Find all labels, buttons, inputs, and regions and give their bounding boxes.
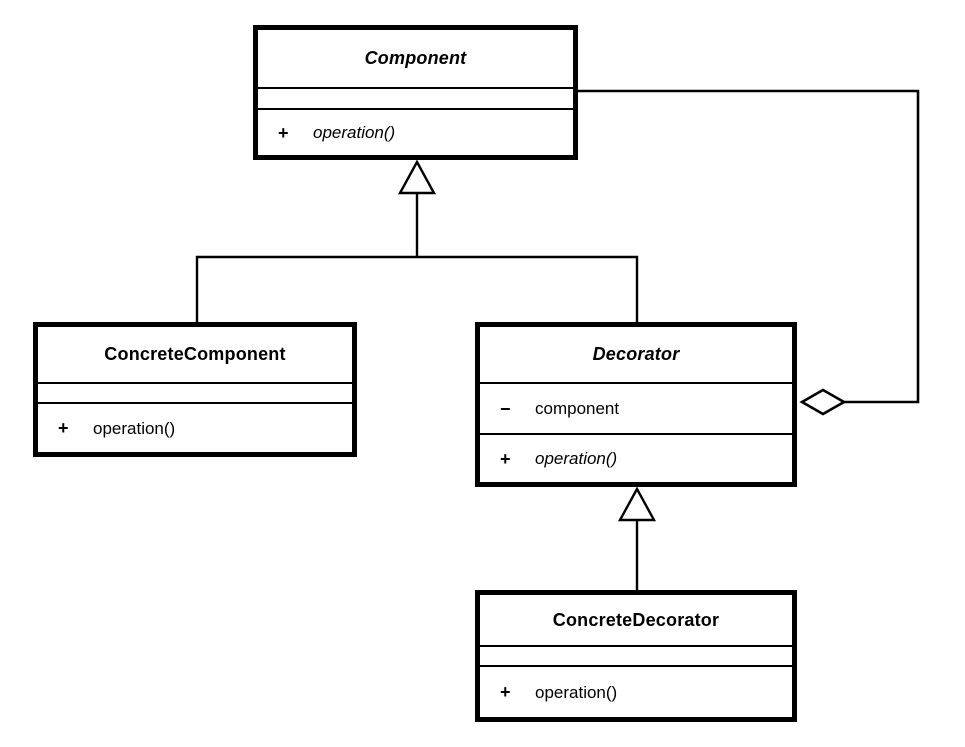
operations-compartment-decorator: + operation() xyxy=(480,435,792,482)
operation-label: operation() xyxy=(93,418,176,438)
visibility-sign: + xyxy=(500,682,511,702)
operation-label: operation() xyxy=(535,682,618,702)
operation-label: operation() xyxy=(313,123,396,142)
attributes-compartment-decorator: − component xyxy=(480,384,792,435)
visibility-sign: + xyxy=(58,418,69,438)
operations-compartment-concrete-decorator: + operation() xyxy=(480,667,792,717)
operation-label: operation() xyxy=(535,449,618,468)
class-box-component: Component + operation() xyxy=(253,25,578,160)
visibility-sign: − xyxy=(500,398,511,419)
operation-row: + operation() xyxy=(258,124,573,142)
class-name-decorator: Decorator xyxy=(480,327,792,384)
generalization-branch-line xyxy=(195,255,639,322)
class-name-concrete-decorator: ConcreteDecorator xyxy=(480,595,792,647)
aggregation-line xyxy=(578,89,920,404)
generalization-arrowhead-icon xyxy=(397,159,437,195)
operation-row: + operation() xyxy=(38,419,352,437)
visibility-sign: + xyxy=(278,122,289,143)
aggregation-diamond-icon xyxy=(799,388,847,416)
class-name-component: Component xyxy=(258,30,573,89)
class-box-concrete-component: ConcreteComponent + operation() xyxy=(33,322,357,457)
attributes-compartment-component xyxy=(258,89,573,110)
class-box-concrete-decorator: ConcreteDecorator + operation() xyxy=(475,590,797,722)
attributes-compartment-concrete-component xyxy=(38,384,352,404)
operation-row: + operation() xyxy=(480,683,792,701)
operation-row: + operation() xyxy=(480,450,792,468)
generalization-arrowhead-icon xyxy=(617,486,657,522)
operations-compartment-component: + operation() xyxy=(258,110,573,155)
visibility-sign: + xyxy=(500,448,511,469)
class-box-decorator: Decorator − component + operation() xyxy=(475,322,797,487)
attribute-label: component xyxy=(535,399,620,418)
operations-compartment-concrete-component: + operation() xyxy=(38,404,352,452)
attribute-row: − component xyxy=(480,400,792,418)
attributes-compartment-concrete-decorator xyxy=(480,647,792,667)
class-name-concrete-component: ConcreteComponent xyxy=(38,327,352,384)
